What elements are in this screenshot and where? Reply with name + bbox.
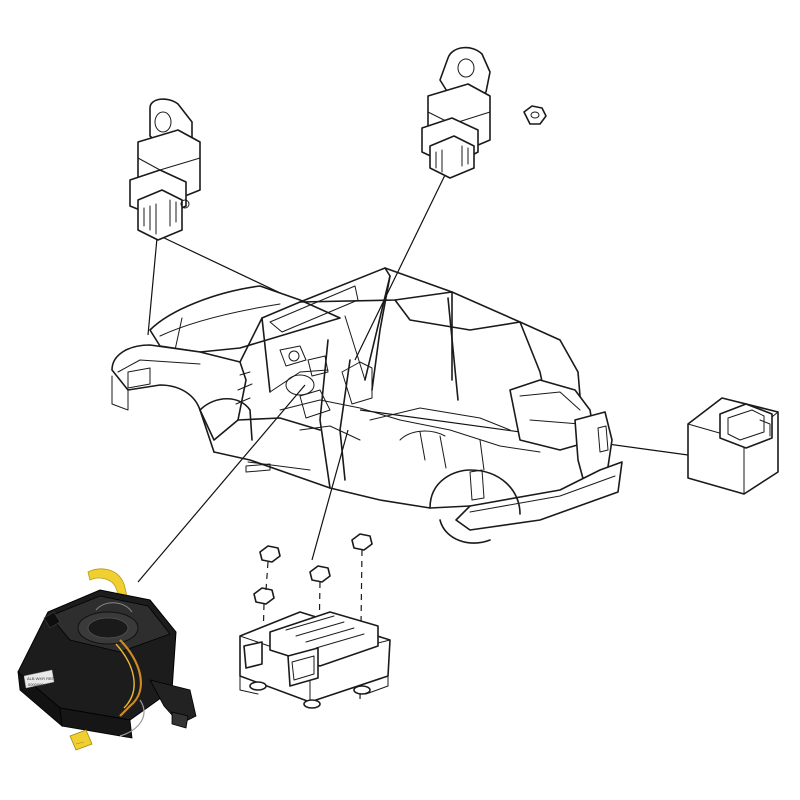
- clockspring-label: [23, 669, 55, 689]
- clockspring-label-line-1: ALB WKR RBT: [27, 676, 55, 681]
- leader-right-sensor: [354, 174, 446, 361]
- left-impact-sensor: [129, 98, 201, 241]
- right-impact-sensor: [421, 46, 491, 179]
- occupant-restraint-controller: [239, 533, 391, 709]
- side-module: [687, 397, 779, 495]
- clockspring-label-line-2: 0000000: [28, 682, 44, 687]
- clockspring: ALB WKR RBT 0000000: [17, 568, 197, 751]
- leader-left-sensor: [159, 235, 296, 301]
- leader-left-sensor-2: [147, 237, 158, 336]
- vehicle-body: [111, 267, 623, 544]
- clockspring-wire: [119, 639, 142, 717]
- controller-nut: [253, 533, 373, 605]
- clockspring-connector: [69, 729, 93, 751]
- leader-lines: [137, 174, 689, 583]
- impact-sensor-nut: [523, 105, 547, 125]
- stud-guide: [265, 561, 269, 591]
